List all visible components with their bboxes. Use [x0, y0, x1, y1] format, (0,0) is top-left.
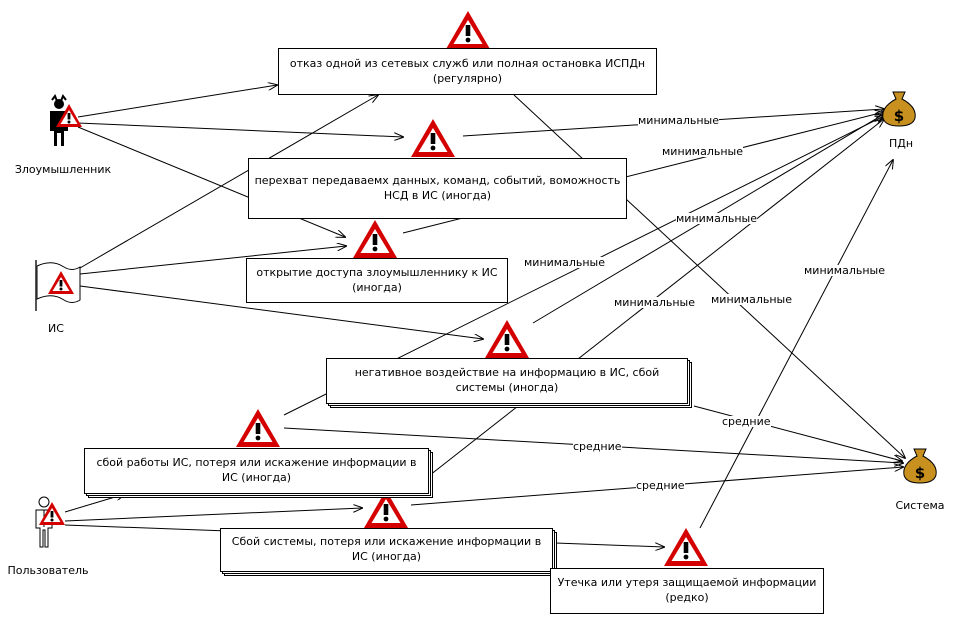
pdn-label: ПДн: [888, 137, 914, 150]
attacker-label: Злоумышленник: [14, 163, 112, 176]
threat-text: перехват передаваемх данных, команд, соб…: [254, 173, 621, 202]
warning-icon-t5: [236, 409, 280, 447]
edge-is-t3: [79, 246, 346, 275]
warning-icon-t4: [485, 320, 529, 358]
edge-is-t4: [79, 285, 483, 339]
threat-box-system-failure: Сбой системы, потеря или искажение инфор…: [220, 528, 553, 572]
warning-icon-t7: [664, 528, 708, 566]
warning-icon-t6: [364, 490, 408, 528]
threat-box-attacker-access: открытие доступа злоумышленнику к ИС (ин…: [246, 258, 508, 303]
edge-label-t4-system: средние: [722, 415, 771, 428]
threat-text: Сбой системы, потеря или искажение инфор…: [231, 535, 542, 563]
threat-box-data-interception: перехват передаваемх данных, команд, соб…: [248, 158, 627, 219]
edge-label-t3-pdn: минимальные: [662, 145, 743, 158]
threat-box-is-failure: сбой работы ИС, потеря или искажение инф…: [84, 448, 429, 494]
user-label: Пользователь: [7, 564, 89, 577]
threat-text: открытие доступа злоумышленнику к ИС (ин…: [256, 265, 498, 294]
svg-text:$: $: [894, 107, 904, 125]
edge-label-t6-system: средние: [636, 479, 685, 492]
system-money-bag-icon: $: [903, 448, 937, 484]
threat-box-negative-impact: негативное воздействие на информацию в И…: [326, 358, 688, 404]
threat-text: сбой работы ИС, потеря или искажение инф…: [96, 456, 417, 484]
threat-text: негативное воздействие на информацию в И…: [354, 366, 660, 394]
edge-label-t4-pdn: минимальные: [676, 212, 757, 225]
is-flag-icon: [35, 260, 81, 311]
edge-attacker-t1: [77, 85, 277, 118]
edge-user-t6: [64, 508, 362, 522]
warning-icon-t2: [411, 119, 455, 157]
threat-text: Утечка или утеря защищаемой информации (…: [557, 576, 817, 604]
edge-label-t7-pdn: минимальные: [804, 264, 885, 277]
edge-label-t5-system: средние: [573, 440, 622, 453]
threat-box-info-leak: Утечка или утеря защищаемой информации (…: [550, 568, 824, 614]
edge-label-t2-pdn: минимальные: [638, 114, 719, 127]
warning-icon-t3: [353, 220, 397, 258]
edge-attacker-t2: [77, 122, 403, 137]
edge-user-t5: [64, 494, 125, 513]
edge-label-t1-system: минимальные: [711, 293, 792, 306]
user-icon: [35, 496, 65, 548]
svg-text:$: $: [915, 464, 925, 482]
threat-text: отказ одной из сетевых служб или полная …: [289, 56, 646, 85]
edge-is-t1: [79, 95, 378, 269]
edge-t4-system: [693, 405, 902, 461]
pdn-money-bag-icon: $: [882, 91, 916, 127]
system-label: Система: [895, 499, 945, 512]
edge-label-t6-pdn: минимальные: [614, 296, 695, 309]
edge-t7-pdn: [699, 160, 893, 529]
threat-box-network-failure: отказ одной из сетевых служб или полная …: [278, 48, 657, 95]
attacker-icon: [50, 93, 82, 146]
warning-icon-t1: [446, 11, 490, 49]
edge-label-t5-pdn: минимальные: [524, 256, 605, 269]
edge-t1-system: [513, 94, 905, 458]
is-label: ИС: [48, 322, 64, 335]
